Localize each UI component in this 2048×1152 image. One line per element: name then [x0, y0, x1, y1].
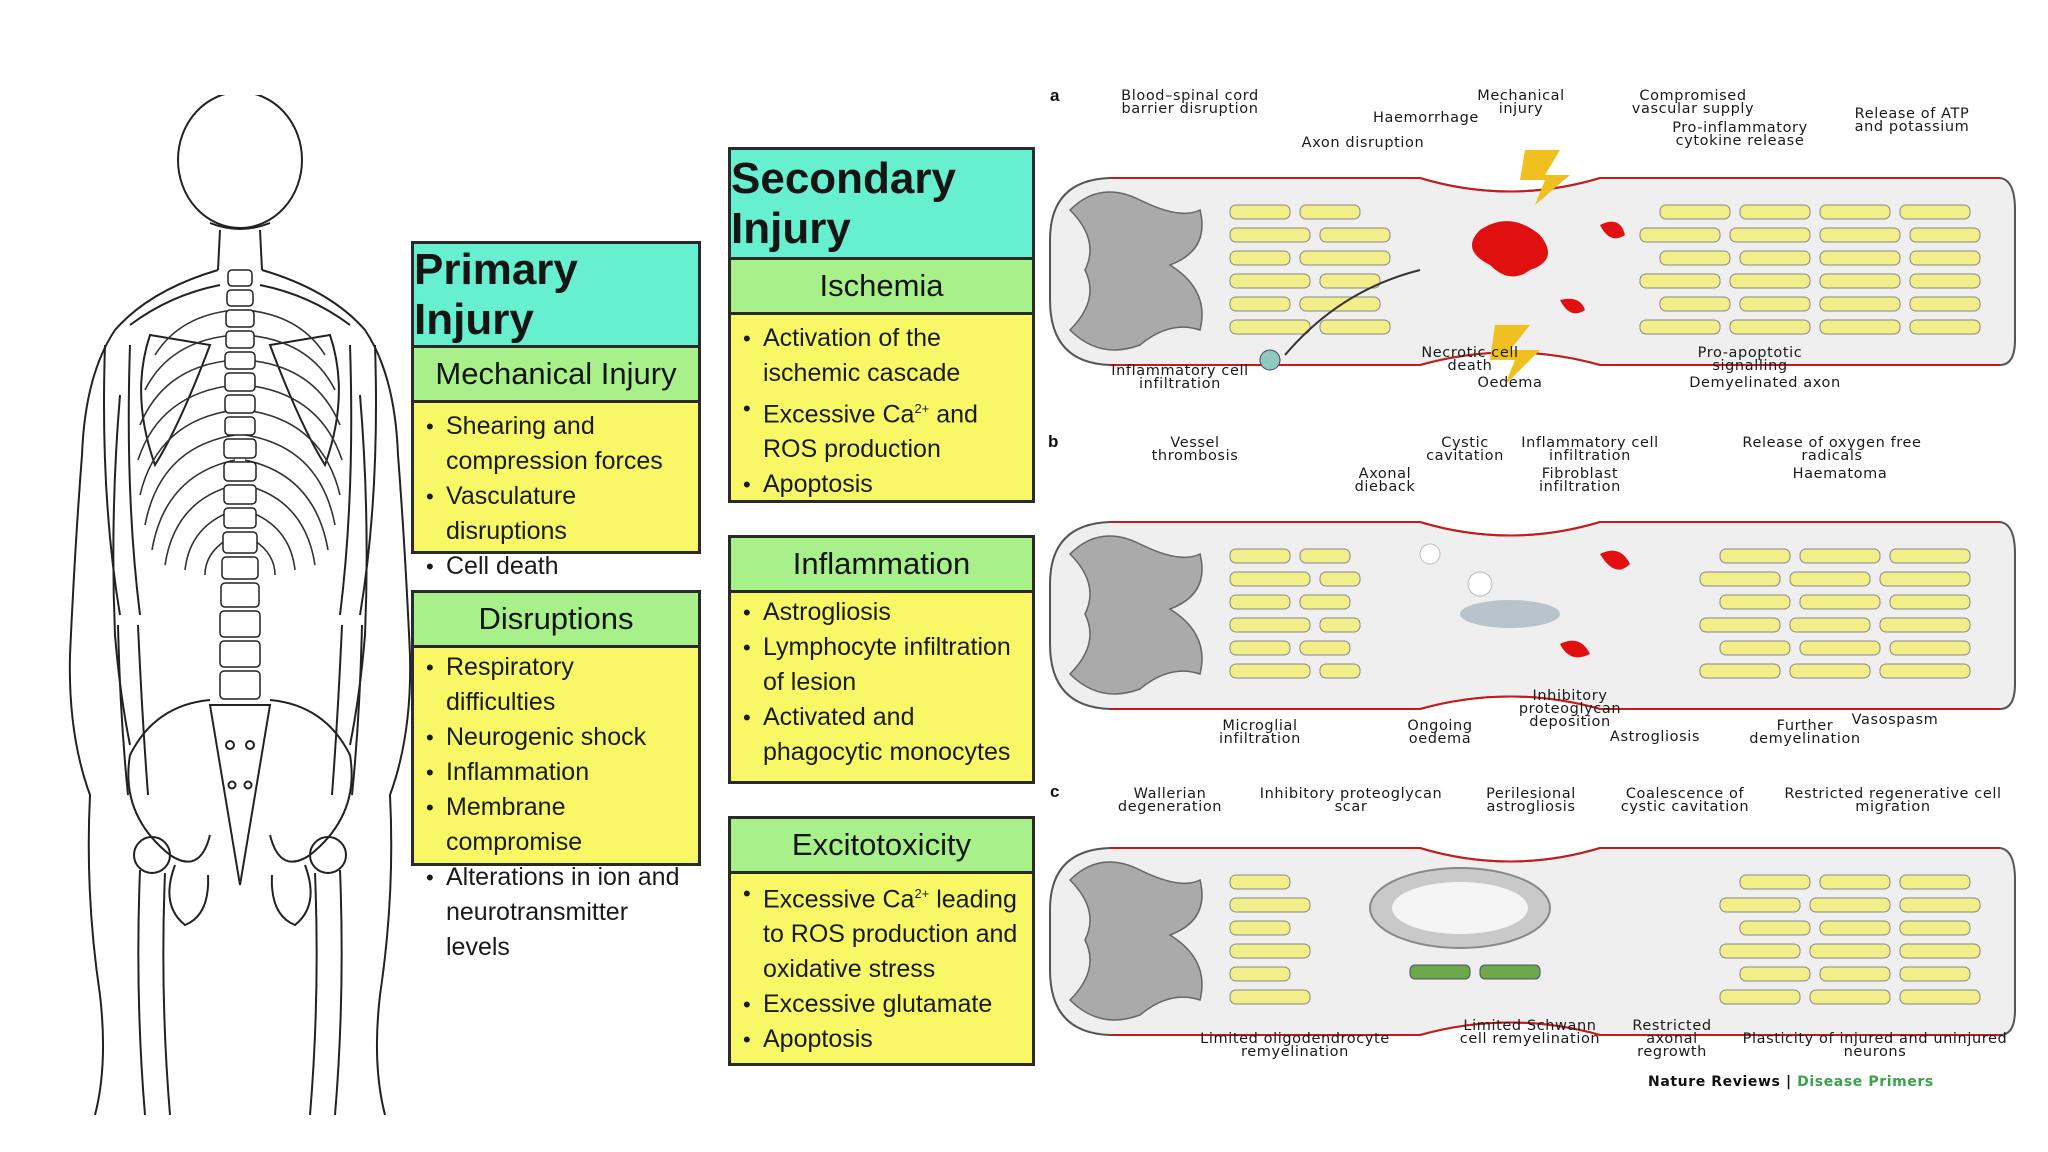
annotation-axonal-dieback: Axonal dieback: [1354, 466, 1416, 495]
ca-text: Excessive Ca: [763, 400, 915, 429]
ischemia-heading: Ischemia: [731, 260, 1032, 315]
grey-matter: [1068, 191, 1203, 351]
annotation-proapoptotic: Pro-apoptotic signalling: [1697, 345, 1803, 374]
panel-a-cord-diagram: [1049, 150, 2016, 385]
ros-text: and ROS production: [763, 400, 978, 464]
annotation-vessel-thrombosis: Vessel thrombosis: [1151, 435, 1239, 464]
annotation-mechanical-injury: Mechanical injury: [1477, 88, 1565, 117]
list-item: Excessive Ca2+ leading to ROS production…: [741, 876, 1024, 987]
excitotoxicity-heading: Excitotoxicity: [731, 819, 1032, 874]
annotation-cystic-cavitation: Cystic cavitation: [1426, 435, 1504, 464]
annotation-release-atp: Release of ATP and potassium: [1854, 106, 1970, 135]
annotation-coalescence: Coalescence of cystic cavitation: [1620, 786, 1750, 815]
panel-b-cord-diagram: [1049, 521, 2016, 710]
list-item: Excessive Ca2+ and ROS production: [741, 391, 1024, 467]
disruptions-list: Respiratory difficulties Neurogenic shoc…: [414, 648, 698, 969]
list-item: Inflammation: [424, 755, 690, 790]
annotation-restricted-migration: Restricted regenerative cell migration: [1784, 786, 2002, 815]
annotation-limited-oligodendrocyte: Limited oligodendrocyte remyelination: [1200, 1031, 1390, 1060]
panel-c-label: c: [1050, 782, 1060, 801]
annotation-vasospasm: Vasospasm: [1851, 712, 1939, 728]
inflammation-box: Inflammation Astrogliosis Lymphocyte inf…: [728, 535, 1035, 784]
annotation-perilesional: Perilesional astrogliosis: [1486, 786, 1576, 815]
annotation-haemorrhage: Haemorrhage: [1373, 110, 1479, 126]
annotation-haematoma: Haematoma: [1792, 466, 1888, 482]
ros-text: leading to ROS production and oxidative …: [763, 885, 1018, 984]
panel-a-label: a: [1050, 86, 1060, 105]
secondary-injury-title: Secondary Injury: [731, 150, 1032, 260]
annotation-inflammatory-b: Inflammatory cell infiltration: [1521, 435, 1659, 464]
disruptions-box: Disruptions Respiratory difficulties Neu…: [411, 590, 701, 961]
excitotoxicity-list: Excessive Ca2+ leading to ROS production…: [731, 874, 1032, 1061]
list-item: Shearing and compression forces: [424, 409, 690, 479]
list-item: Lymphocyte infiltration of lesion: [741, 630, 1024, 700]
list-item: Respiratory difficulties: [424, 650, 690, 720]
list-item: Apoptosis: [741, 467, 1024, 502]
primary-injury-title: Primary Injury: [414, 244, 698, 348]
annotation-blood-spinal: Blood–spinal cord barrier disruption: [1121, 88, 1259, 117]
annotation-inhibitory-deposition: Inhibitory proteoglycan deposition: [1518, 688, 1622, 730]
journal-name: Nature Reviews: [1648, 1074, 1781, 1090]
list-item: Apoptosis: [741, 1022, 1024, 1057]
list-item: Neurogenic shock: [424, 720, 690, 755]
annotation-plasticity: Plasticity of injured and uninjured neur…: [1742, 1031, 2008, 1060]
annotation-further-demyelination: Further demyelination: [1749, 718, 1861, 747]
annotation-inflammatory-infiltration: Inflammatory cell infiltration: [1111, 363, 1249, 392]
annotation-restricted-regrowth: Restricted axonal regrowth: [1632, 1018, 1712, 1060]
list-item: Excessive glutamate: [741, 987, 1024, 1022]
credit-separator: |: [1780, 1074, 1798, 1090]
list-item: Cell death: [424, 549, 690, 584]
section-name: Disease Primers: [1797, 1074, 1934, 1090]
list-item: Astrogliosis: [741, 595, 1024, 630]
annotation-fibroblast: Fibroblast infiltration: [1539, 466, 1621, 495]
secondary-injury-box: Secondary Injury Ischemia Activation of …: [728, 147, 1035, 503]
journal-credit: Nature Reviews | Disease Primers: [1648, 1074, 1934, 1090]
annotation-inhibitory-scar: Inhibitory proteoglycan scar: [1259, 786, 1443, 815]
annotation-oedema: Oedema: [1477, 375, 1543, 391]
panel-b-label: b: [1048, 432, 1059, 451]
annotation-axon-disruption: Axon disruption: [1301, 135, 1425, 151]
annotation-release-oxygen: Release of oxygen free radicals: [1742, 435, 1922, 464]
list-item: Activation of the ischemic cascade: [741, 321, 1024, 391]
disruptions-heading: Disruptions: [414, 593, 698, 648]
ca-superscript: 2+: [914, 401, 930, 416]
inflammation-list: Astrogliosis Lymphocyte infiltration of …: [731, 593, 1032, 774]
mechanical-injury-list: Shearing and compression forces Vasculat…: [414, 403, 698, 588]
ischemia-list: Activation of the ischemic cascade Exces…: [731, 315, 1032, 506]
ca-superscript: 2+: [914, 886, 930, 901]
panel-c-cord-diagram: [1049, 847, 2016, 1036]
mechanical-injury-heading: Mechanical Injury: [414, 348, 698, 403]
annotation-compromised-vascular: Compromised vascular supply: [1631, 88, 1755, 117]
annotation-ongoing-oedema: Ongoing oedema: [1407, 718, 1473, 747]
annotation-astrogliosis: Astrogliosis: [1609, 729, 1701, 745]
annotation-wallerian: Wallerian degeneration: [1117, 786, 1223, 815]
inflammation-heading: Inflammation: [731, 538, 1032, 593]
excitotoxicity-box: Excitotoxicity Excessive Ca2+ leading to…: [728, 816, 1035, 1066]
annotation-microglial: Microglial infiltration: [1219, 718, 1301, 747]
annotation-limited-schwann: Limited Schwann cell remyelination: [1459, 1018, 1601, 1047]
list-item: Activated and phagocytic monocytes: [741, 700, 1024, 770]
list-item: Alterations in ion and neurotransmitter …: [424, 860, 690, 965]
annotation-demyelinated: Demyelinated axon: [1689, 375, 1841, 391]
ca-text: Excessive Ca: [763, 885, 915, 914]
list-item: Vasculature disruptions: [424, 479, 690, 549]
annotation-proinflammatory: Pro-inflammatory cytokine release: [1672, 120, 1808, 149]
annotation-necrotic: Necrotic cell death: [1421, 345, 1519, 374]
skeleton-back-illustration: [68, 95, 412, 1115]
list-item: Membrane compromise: [424, 790, 690, 860]
primary-injury-box: Primary Injury Mechanical Injury Shearin…: [411, 241, 701, 584]
